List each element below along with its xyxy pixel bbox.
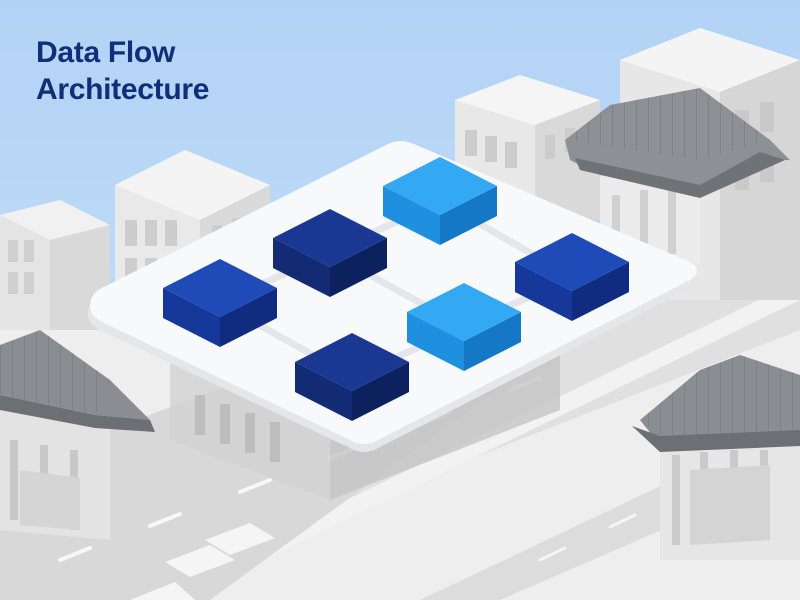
block-face-right — [220, 288, 277, 347]
title-line-1: Data Flow — [36, 36, 175, 69]
block-face-top — [273, 209, 387, 267]
traditional-house-left — [0, 330, 155, 540]
block-face-right — [440, 186, 497, 245]
data-node-navy-1 — [273, 209, 387, 297]
block-face-right — [330, 238, 387, 297]
traditional-house-right — [632, 355, 800, 560]
block-face-top — [383, 157, 497, 215]
block-face-top — [407, 283, 521, 341]
data-nodes — [163, 157, 629, 421]
block-face-left — [273, 238, 330, 297]
block-face-right — [352, 362, 409, 421]
data-node-royal-2 — [515, 233, 629, 321]
block-face-top — [295, 333, 409, 391]
block-face-right — [572, 262, 629, 321]
block-face-left — [383, 186, 440, 245]
block-face-top — [163, 259, 277, 317]
data-node-navy-2 — [295, 333, 409, 421]
block-face-top — [515, 233, 629, 291]
block-face-right — [464, 312, 521, 371]
block-face-left — [163, 288, 220, 347]
title-line-2: Architecture — [36, 73, 210, 106]
data-node-cyan-2 — [407, 283, 521, 371]
page-title: Data Flow Architecture — [36, 34, 209, 108]
crosswalk — [130, 523, 275, 600]
block-face-left — [515, 262, 572, 321]
data-node-royal-1 — [163, 259, 277, 347]
platform — [88, 141, 699, 452]
block-face-left — [407, 312, 464, 371]
block-face-left — [295, 362, 352, 421]
data-node-cyan-1 — [383, 157, 497, 245]
